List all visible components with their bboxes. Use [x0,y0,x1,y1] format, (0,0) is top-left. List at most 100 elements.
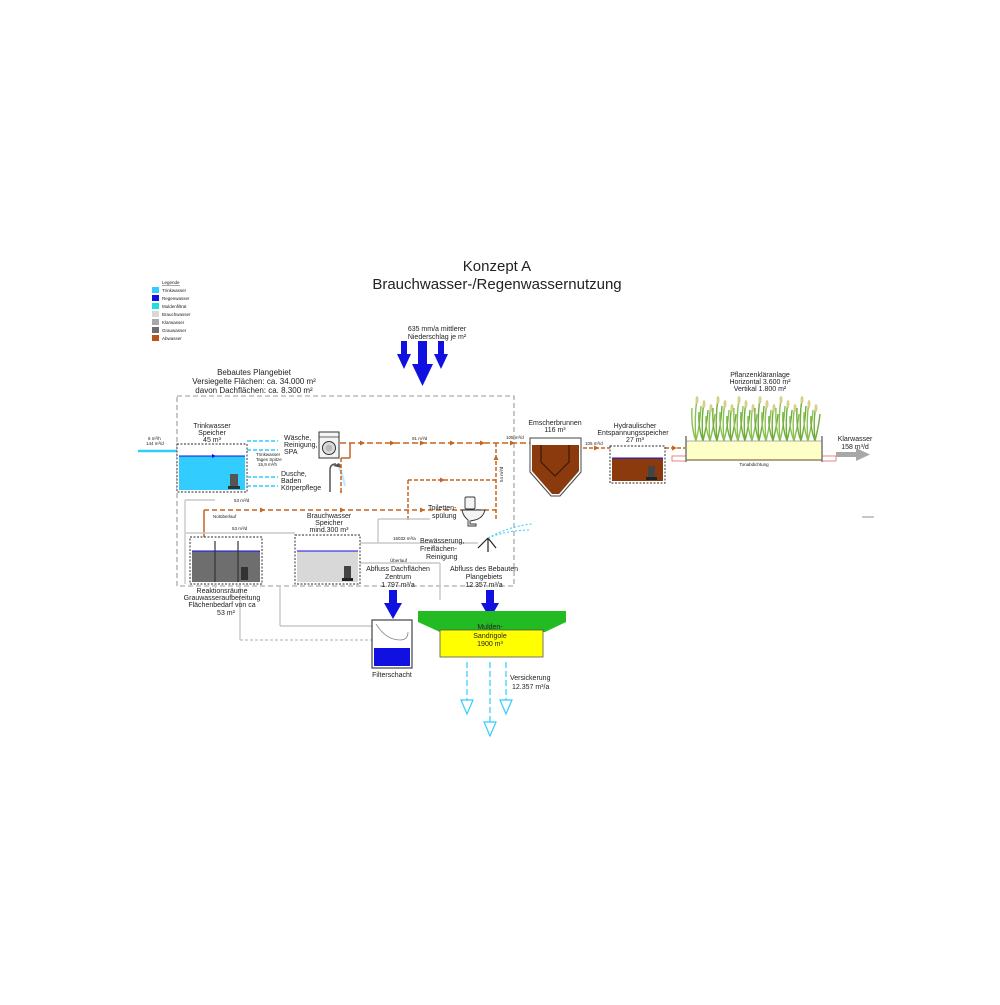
ueberlauf-label: Überlauf [390,557,408,563]
area-label-1: Bebautes Plangebiet [217,368,292,377]
washing-machine-icon [318,431,340,459]
plangebiet-label: Bebautes Plangebiet Versiegelte Flächen:… [192,368,316,395]
legend-item-label: Klarwasser [162,320,185,325]
inflow-label-2: 144 m³/d [146,441,164,446]
bewaesserung-group: Bewässerung, Freiflächen- Reinigung [420,523,533,561]
versickerung-label-2: 12.357 m³/a [512,684,549,691]
bewaesserung-label-2: Freiflächen- [420,546,458,553]
title-line-1: Konzept A [463,258,531,275]
reed-head [751,404,755,412]
tages-spitze-3: 15,9 m³/h [258,462,278,467]
waesche-group: Wäsche, Reinigung, SPA [284,431,340,459]
tw-speicher-label-3: 45 m³ [203,437,222,444]
mulde: Mulden- Sandrigole 1900 m³ [418,611,566,658]
trinkwasser-lines [247,440,278,487]
legend-heading: Legende [162,280,180,285]
pump-icon [241,567,248,580]
bw-speicher-label-1: Brauchwasser [307,513,352,520]
legend-swatch [152,311,159,317]
sprinkler-icon [477,523,533,552]
legend: Legende TrinkwasserRegenwasserMuldenfilt… [152,280,191,341]
versickerung-label-1: Versickerung [510,675,551,682]
rain-arrow-left [397,341,411,369]
reed-head [786,400,790,408]
reed-head [758,396,762,404]
reed-head [800,396,804,404]
abfluss-dach: Abfluss Dachflächen Zentrum 1.797 m³/a [366,566,430,619]
legend-item-label: Trinkwasser [162,288,187,293]
flow-53-label: 53 m³/d [234,498,250,503]
flow-105a-label: 105 m³/d [506,435,524,440]
legend-item-label: Grauwasser [162,328,187,333]
dusche-group: Dusche, Baden Körperpflege [281,463,346,492]
reed-head [807,400,811,408]
versickerung: Versickerung 12.357 m³/a [460,662,551,738]
rain-group: 635 mm/a mittlerer Niederschlag je m² [397,326,467,386]
tw-speicher-label-2: Speicher [198,430,226,437]
notueberlauf-label: Notüberlauf [213,514,237,519]
flow-16032-label: 16032 m³/a [393,536,416,541]
pump-icon [228,474,240,489]
reed-head [695,396,699,404]
hydraulisch-label-1: Hydraulischer [614,423,657,430]
flow-105b-label: 105 m³/d [585,441,603,446]
klarwasser-label-2: 158 m³/d [841,444,869,451]
inflow: 6 m³/h 144 m³/d [138,436,180,453]
title-line-2: Brauchwasser-/Regenwassernutzung [372,276,621,293]
klarwasser-arrow [836,448,870,461]
reed-head [765,400,769,408]
brauchwasser-speicher: Brauchwasser Speicher mind.300 m³ [294,513,361,585]
down-arrow-dach [384,590,402,619]
bewaesserung-label-1: Bewässerung, [420,538,464,545]
plangebiet-boundary [176,395,515,587]
page-title: Konzept A Brauchwasser-/Regenwassernutzu… [372,258,621,293]
reed-head [730,404,734,412]
pflanzenklaeranlage: Pflanzenkläranlage Horizontal 3.600 m² V… [671,372,837,467]
pump-icon [646,466,657,480]
reed-head [716,396,720,404]
inflow-label-1: 6 m³/h [148,436,161,441]
trinkwasser-speicher: Trinkwasser Speicher 45 m³ [176,423,248,493]
abwasser-arrows [260,440,677,513]
legend-swatch [152,287,159,293]
rain-label-1: 635 mm/a mittlerer [408,326,467,333]
hydraulisch-label-2: Entspannungsspeicher [597,430,669,437]
toilette-label-1: Toiletten- [428,505,457,512]
dusche-1: Dusche, [281,471,307,478]
tages-spitze-1: Trinkwasser [256,452,281,457]
toilette-label-2: spülung [432,513,457,520]
rain-arrow-right [434,341,448,369]
toilette-group: Toiletten- spülung [428,496,486,527]
reed-head [702,400,706,408]
reed-head [744,400,748,408]
reaktion-label-1: Reaktionsräume [197,588,248,595]
legend-item-label: Regenwasser [162,296,190,301]
waesche-2: Reinigung, [284,442,318,449]
klarwasser-group: Klarwasser 158 m³/d [836,436,873,461]
hydraulischer-speicher: Hydraulischer Entspannungsspeicher 27 m³ [597,423,669,484]
emscher-label-1: Emscherbrunnen [528,420,581,427]
tonabdichtung-label: Tonabdichtung [739,462,769,467]
tw-speicher-label-1: Trinkwasser [193,423,231,430]
abfluss-dach-label-1: Abfluss Dachflächen [366,566,430,573]
toilet-icon [461,496,486,527]
pflanzen-label-3: Vertikal 1.800 m² [734,386,787,393]
klarwasser-label-1: Klarwasser [838,436,873,443]
legend-item-label: Muldenfiltrat [162,304,187,309]
flow-54-label: 54 m³/d [499,466,504,482]
reaktion-label-2: Grauwasseraufbereitung [184,595,261,602]
abfluss-dach-label-3: 1.797 m³/a [381,582,415,589]
hydraulisch-label-3: 27 m³ [626,437,645,444]
flow-91-label: 91 m³/d [412,436,428,441]
tages-spitze-2: Tages Spitze [256,457,282,462]
waesche-3: SPA [284,449,298,456]
reed-plants [691,396,821,442]
legend-swatch [152,303,159,309]
tages-spitze: Trinkwasser Tages Spitze 15,9 m³/h [256,452,282,467]
reed-head [737,396,741,404]
reaktion-label-4: 53 m² [217,610,236,617]
reaktionsraeume: Reaktionsräume Grauwasseraufbereitung Fl… [184,536,263,617]
reaktion-label-3: Flächenbedarf von ca [188,602,255,609]
mulde-label-3: 1900 m³ [477,641,503,648]
